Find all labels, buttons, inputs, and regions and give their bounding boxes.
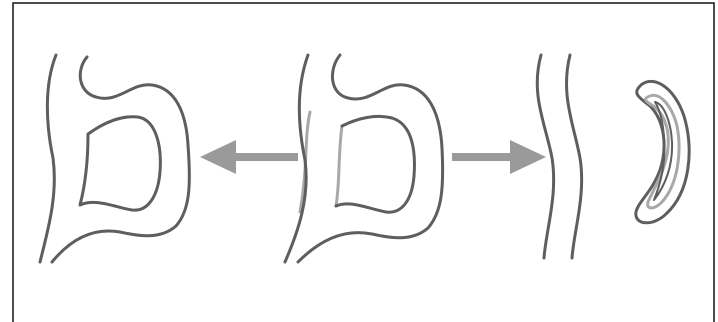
left-ring-outer-right-wall xyxy=(52,57,189,262)
right-strip-right-line xyxy=(567,55,582,258)
center-ring-outer-right-wall xyxy=(298,55,443,262)
figure-frame xyxy=(13,3,714,322)
center-ring-inner-hole xyxy=(336,116,414,212)
arrow-right-head xyxy=(510,140,546,174)
center-ring xyxy=(285,55,443,262)
left-ring-inner-hole xyxy=(80,117,160,210)
arrow-left xyxy=(200,140,298,174)
arrow-right xyxy=(452,140,546,174)
curved-segment xyxy=(636,81,689,222)
center-ring-seam-right xyxy=(336,126,342,206)
left-ring xyxy=(40,55,189,262)
left-ring-outer-left-wall xyxy=(40,55,56,262)
arrow-left-head xyxy=(200,140,236,174)
